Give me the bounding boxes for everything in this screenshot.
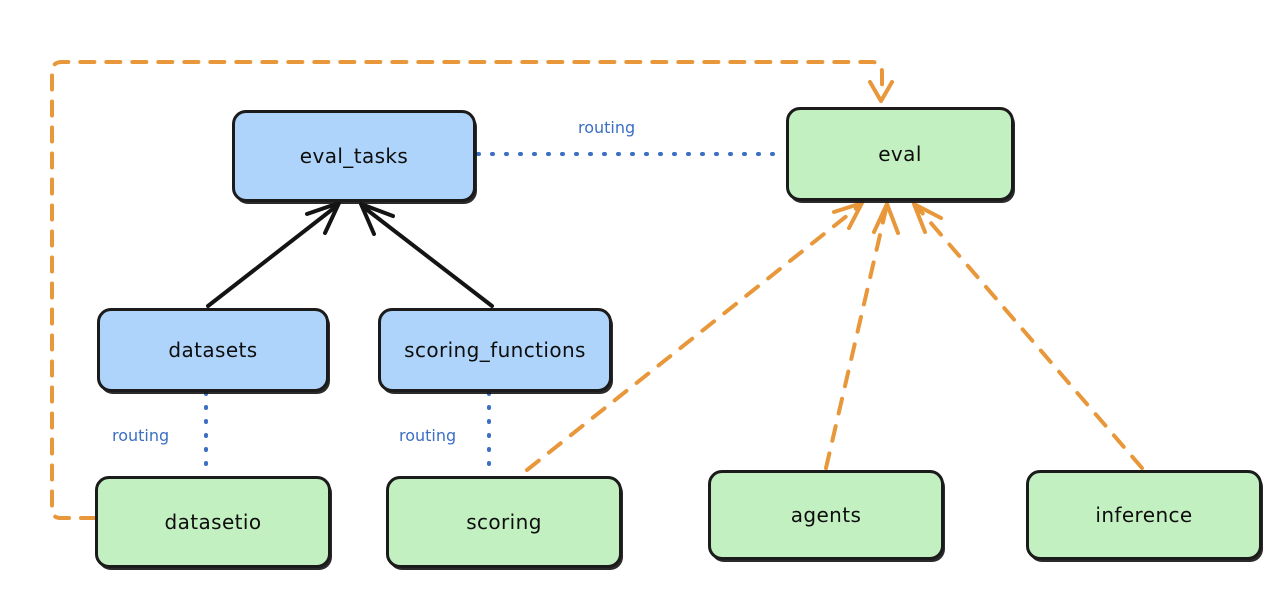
edge-agents-eval [824, 202, 900, 470]
node-label-agents: agents [790, 503, 862, 527]
edge-scoring-eval [525, 201, 864, 472]
node-label-datasets: datasets [168, 338, 258, 362]
edge-label-routing-eval: routing [578, 118, 636, 137]
edge-label-routing-scoring: routing [399, 426, 457, 445]
node-label-scoring-functions: scoring_functions [404, 338, 586, 362]
node-label-scoring: scoring [466, 510, 542, 534]
node-scoring-functions[interactable]: scoring_functions [378, 308, 612, 392]
node-datasets[interactable]: datasets [97, 308, 329, 392]
edge-scoringfunctions-evaltasks [359, 202, 494, 308]
edge-label-routing-datasetio: routing [112, 426, 170, 445]
node-label-datasetio: datasetio [164, 510, 262, 534]
edge-inference-eval [912, 202, 1144, 470]
node-label-inference: inference [1095, 503, 1193, 527]
node-eval[interactable]: eval [786, 107, 1014, 201]
node-label-eval: eval [878, 142, 922, 166]
edge-datasets-evaltasks [206, 201, 341, 308]
edge-datasetio-eval [50, 60, 894, 520]
node-label-eval-tasks: eval_tasks [299, 144, 409, 168]
node-scoring[interactable]: scoring [386, 476, 622, 568]
node-inference[interactable]: inference [1026, 470, 1262, 560]
node-agents[interactable]: agents [708, 470, 944, 560]
node-datasetio[interactable]: datasetio [95, 476, 331, 568]
node-eval-tasks[interactable]: eval_tasks [232, 110, 476, 202]
